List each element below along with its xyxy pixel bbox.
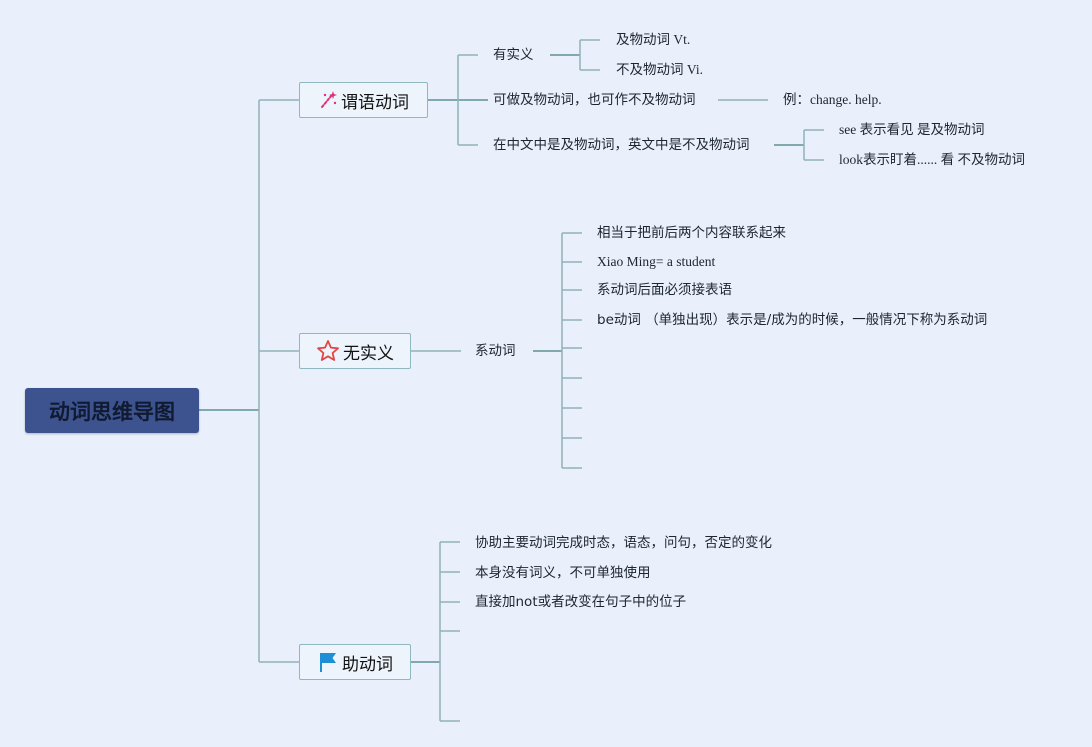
- branch-predicate-verb-label: 谓语动词: [341, 92, 409, 113]
- leaf-transitive-verb[interactable]: 及物动词 Vt.: [616, 32, 691, 47]
- leaf-example-change-help[interactable]: 例：change. help.: [783, 92, 882, 107]
- leaf-xiao-ming-example[interactable]: Xiao Ming= a student: [597, 254, 716, 269]
- magic-wand-icon: [318, 90, 338, 110]
- branch-no-real-meaning[interactable]: 无实义: [299, 333, 411, 369]
- leaf-see-transitive[interactable]: see 表示看见 是及物动词: [839, 122, 985, 137]
- branch-auxiliary-verb[interactable]: 助动词: [299, 644, 411, 680]
- leaf-be-verb-note[interactable]: be动词 （单独出现）表示是/成为的时候，一般情况下称为系动词: [597, 312, 988, 328]
- root-topic[interactable]: 动词思维导图: [25, 388, 199, 433]
- leaf-linking-connects[interactable]: 相当于把前后两个内容联系起来: [597, 225, 786, 241]
- leaf-auxiliary-helps[interactable]: 协助主要动词完成时态，语态，问句，否定的变化: [475, 535, 772, 551]
- subtopic-real-meaning[interactable]: 有实义: [493, 47, 534, 63]
- leaf-needs-predicative[interactable]: 系动词后面必须接表语: [597, 282, 732, 298]
- leaf-auxiliary-no-meaning[interactable]: 本身没有词义，不可单独使用: [475, 565, 651, 581]
- branch-no-real-meaning-label: 无实义: [343, 343, 394, 364]
- root-topic-label: 动词思维导图: [49, 399, 175, 424]
- leaf-look-intransitive[interactable]: look表示盯着...... 看 不及物动词: [839, 152, 1026, 167]
- subtopic-both-transitive[interactable]: 可做及物动词，也可作不及物动词: [493, 92, 696, 108]
- leaf-auxiliary-add-not[interactable]: 直接加not或者改变在句子中的位子: [475, 594, 687, 610]
- flag-icon: [317, 651, 339, 673]
- star-outline-icon: [316, 339, 340, 363]
- subtopic-linking-verb[interactable]: 系动词: [475, 343, 516, 359]
- leaf-intransitive-verb[interactable]: 不及物动词 Vi.: [616, 62, 703, 77]
- branch-predicate-verb[interactable]: 谓语动词: [299, 82, 428, 118]
- branch-auxiliary-verb-label: 助动词: [342, 654, 393, 675]
- subtopic-chinese-vs-english[interactable]: 在中文中是及物动词，英文中是不及物动词: [493, 137, 750, 153]
